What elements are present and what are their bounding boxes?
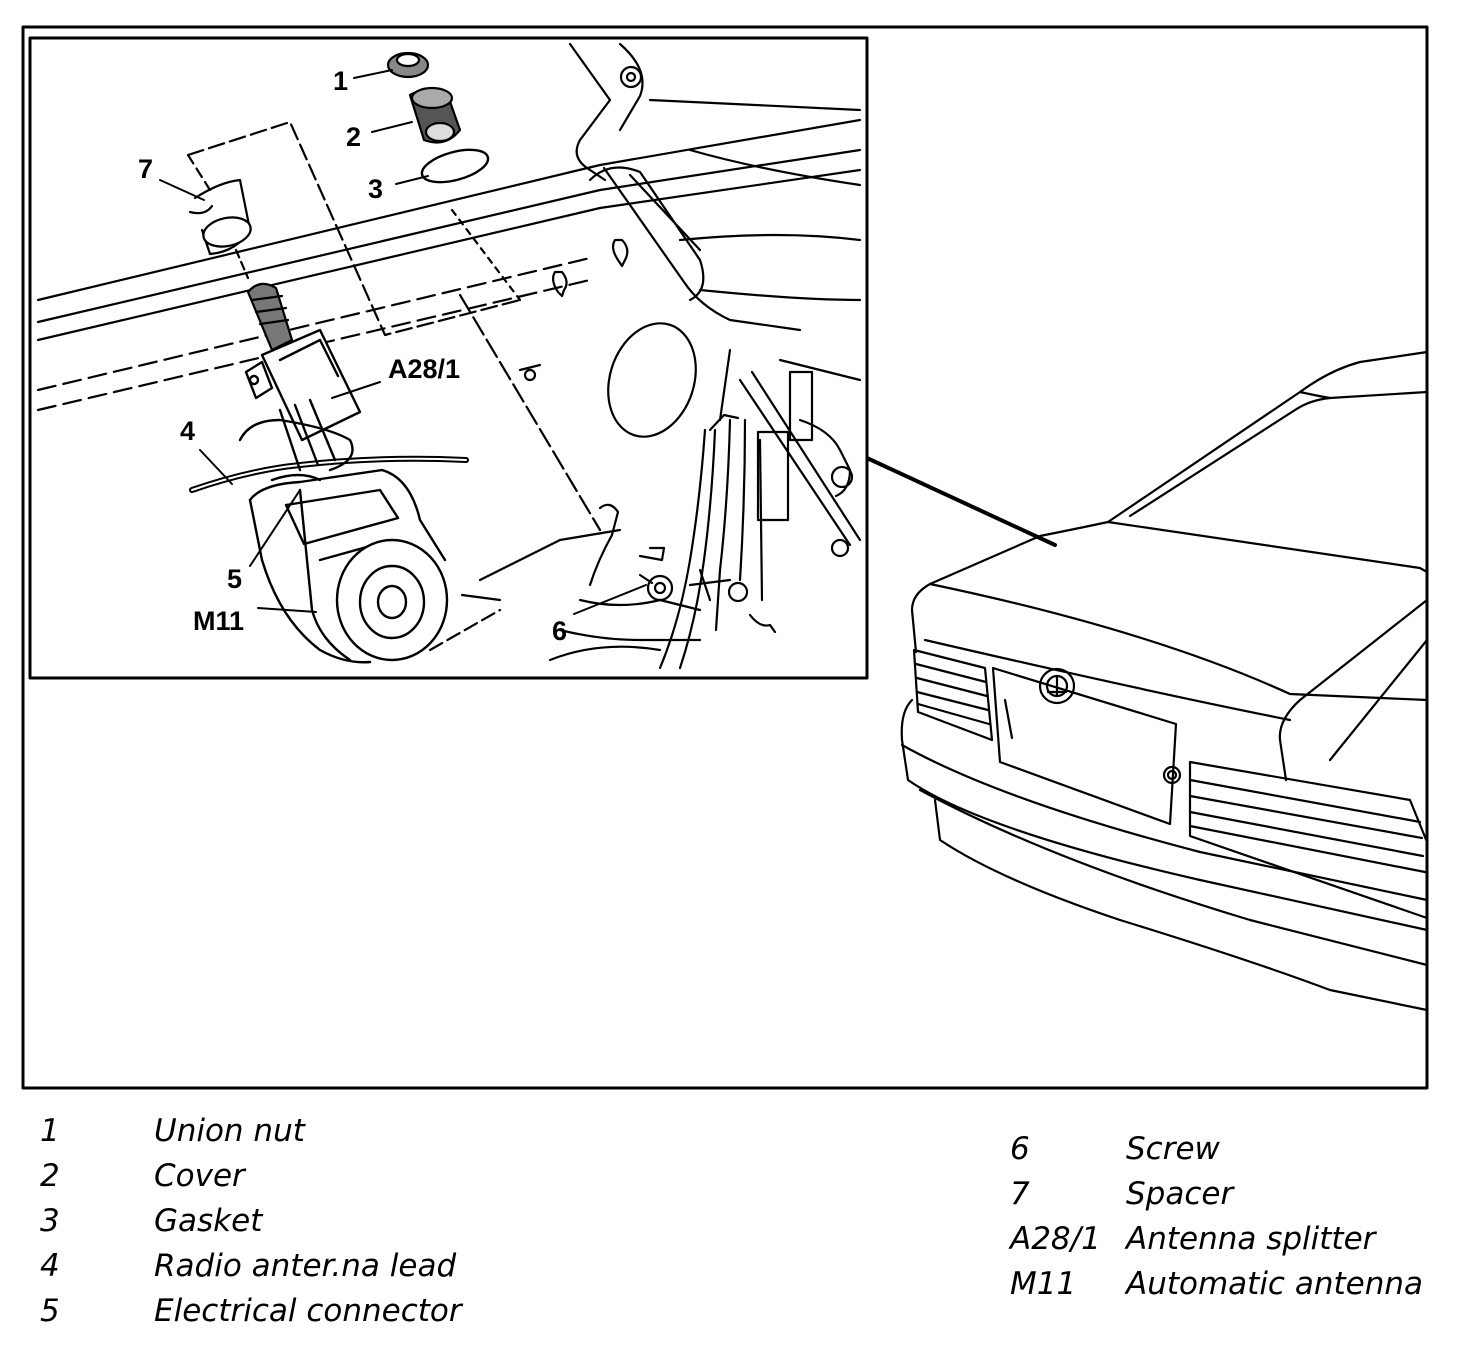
callout-4: 4 bbox=[180, 416, 195, 446]
legend-row: A28/1 Antenna splitter bbox=[1010, 1220, 1450, 1265]
callout-3: 3 bbox=[368, 174, 383, 204]
callout-leaders bbox=[159, 69, 647, 615]
callout-m11: M11 bbox=[193, 606, 244, 636]
legend-description: Cover bbox=[154, 1158, 245, 1194]
legend-row: 4 Radio anter.na lead bbox=[40, 1247, 560, 1292]
legend-row: M11 Automatic antenna bbox=[1010, 1265, 1450, 1310]
legend-row: 6 Screw bbox=[1010, 1130, 1450, 1175]
legend-description: Automatic antenna bbox=[1126, 1266, 1423, 1302]
car-rear-view bbox=[865, 350, 1429, 1012]
legend-row: 5 Electrical connector bbox=[40, 1292, 560, 1337]
legend-key: 7 bbox=[1010, 1176, 1030, 1212]
legend-key: A28/1 bbox=[1010, 1221, 1101, 1257]
legend-row: 3 Gasket bbox=[40, 1202, 560, 1247]
legend-key: M11 bbox=[1010, 1266, 1077, 1302]
legend-description: Electrical connector bbox=[154, 1293, 462, 1329]
callout-a28-1: A28/1 bbox=[388, 354, 460, 384]
antenna-installation-diagram: 1 2 3 7 4 A28/1 5 M11 6 bbox=[21, 25, 1429, 1090]
legend-key: 4 bbox=[40, 1248, 60, 1284]
part-radio-antenna-lead bbox=[189, 398, 469, 493]
legend-row: 2 Cover bbox=[40, 1157, 560, 1202]
legend-description: Screw bbox=[1126, 1131, 1220, 1167]
legend-key: 2 bbox=[40, 1158, 60, 1194]
part-antenna-splitter bbox=[244, 328, 362, 442]
callout-5: 5 bbox=[227, 564, 242, 594]
callout-2: 2 bbox=[346, 122, 361, 152]
part-union-nut bbox=[386, 51, 430, 79]
callout-7: 7 bbox=[138, 154, 153, 184]
legend-left-column: 1 Union nut 2 Cover 3 Gasket 4 Radio ant… bbox=[40, 1112, 560, 1337]
callout-6: 6 bbox=[552, 616, 567, 646]
legend-description: Gasket bbox=[154, 1203, 263, 1239]
legend-description: Radio anter.na lead bbox=[154, 1248, 457, 1284]
outer-frame bbox=[21, 25, 1429, 1090]
legend-right-column: 6 Screw 7 Spacer A28/1 Antenna splitter … bbox=[1010, 1130, 1450, 1310]
legend-key: 3 bbox=[40, 1203, 60, 1239]
legend-key: 5 bbox=[40, 1293, 60, 1329]
legend-description: Antenna splitter bbox=[1126, 1221, 1376, 1257]
part-spacer bbox=[188, 178, 252, 256]
legend-description: Union nut bbox=[154, 1113, 305, 1149]
part-gasket bbox=[420, 148, 490, 184]
legend-row: 7 Spacer bbox=[1010, 1175, 1450, 1220]
legend-key: 6 bbox=[1010, 1131, 1030, 1167]
callout-1: 1 bbox=[333, 66, 348, 96]
part-automatic-antenna-motor bbox=[248, 468, 449, 664]
legend-row: 1 Union nut bbox=[40, 1112, 560, 1157]
legend-key: 1 bbox=[40, 1113, 60, 1149]
part-antenna-mast bbox=[234, 248, 294, 352]
legend-description: Spacer bbox=[1126, 1176, 1234, 1212]
part-cover bbox=[408, 86, 462, 144]
trunk-interior-detail bbox=[36, 42, 862, 670]
